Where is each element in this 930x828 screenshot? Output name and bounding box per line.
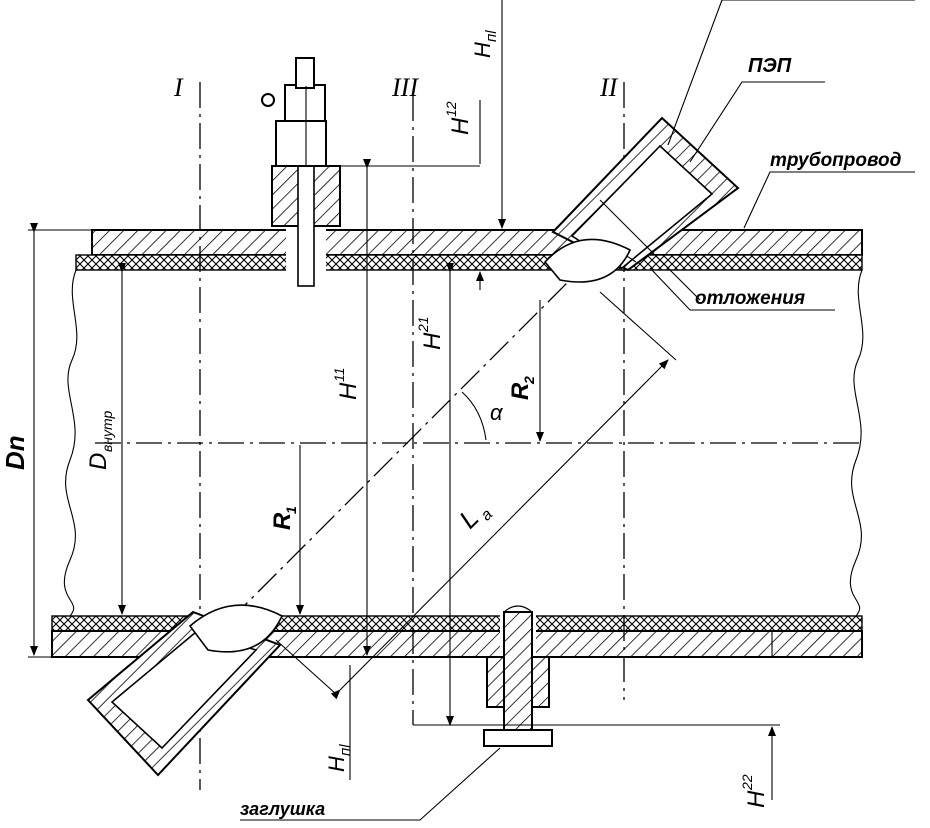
d-inner-label: D внутр <box>85 410 115 470</box>
section-ii-label: II <box>599 73 619 102</box>
svg-text:2: 2 <box>521 376 537 385</box>
la-label: L a <box>453 503 496 534</box>
svg-text:1: 1 <box>283 506 299 514</box>
svg-text:R: R <box>507 382 534 400</box>
h22-label: H 22 <box>739 774 770 808</box>
right-break-line <box>849 269 864 617</box>
h12-label: H 12 <box>443 101 474 135</box>
h21-label: H 21 <box>415 316 446 350</box>
svg-text:H: H <box>743 790 770 808</box>
section-iii-label: III <box>391 73 419 102</box>
r2-label: R 2 <box>507 376 537 400</box>
hpl-top-label: H пl <box>470 30 500 58</box>
svg-text:21: 21 <box>415 316 431 333</box>
section-i-label: I <box>173 73 184 102</box>
top-transducer <box>543 116 740 301</box>
left-break-line <box>63 269 78 617</box>
svg-text:D: D <box>85 453 112 470</box>
svg-text:H: H <box>335 382 362 400</box>
deposits-label: отложения <box>695 288 805 309</box>
top-pipe-wall <box>75 225 863 275</box>
svg-text:пl: пl <box>483 30 500 42</box>
leader-lines <box>240 0 915 821</box>
svg-text:пl: пl <box>337 744 354 756</box>
svg-text:11: 11 <box>331 367 347 382</box>
svg-text:H: H <box>447 117 474 135</box>
alpha-label: α <box>490 400 504 425</box>
pep-label: ПЭП <box>748 55 792 77</box>
svg-text:R: R <box>269 512 296 530</box>
svg-text:22: 22 <box>739 774 755 791</box>
r1-label: R 1 <box>269 506 299 530</box>
svg-text:H: H <box>419 332 446 350</box>
top-nozzle <box>261 57 341 287</box>
svg-text:12: 12 <box>443 101 459 117</box>
dimension-lines <box>28 0 780 800</box>
svg-text:H: H <box>324 756 349 772</box>
hpl-bottom-label: H пl <box>324 744 354 772</box>
svg-text:внутр: внутр <box>99 410 115 452</box>
bottom-transducer <box>86 604 284 777</box>
h11-label: H 11 <box>331 367 362 400</box>
svg-text:L: L <box>453 503 484 534</box>
dn-label: Dn <box>0 435 30 470</box>
svg-text:H: H <box>470 42 495 58</box>
beam-path-line <box>199 249 601 651</box>
pipeline-label: трубопровод <box>770 150 902 171</box>
plug-label: заглушка <box>240 799 325 819</box>
